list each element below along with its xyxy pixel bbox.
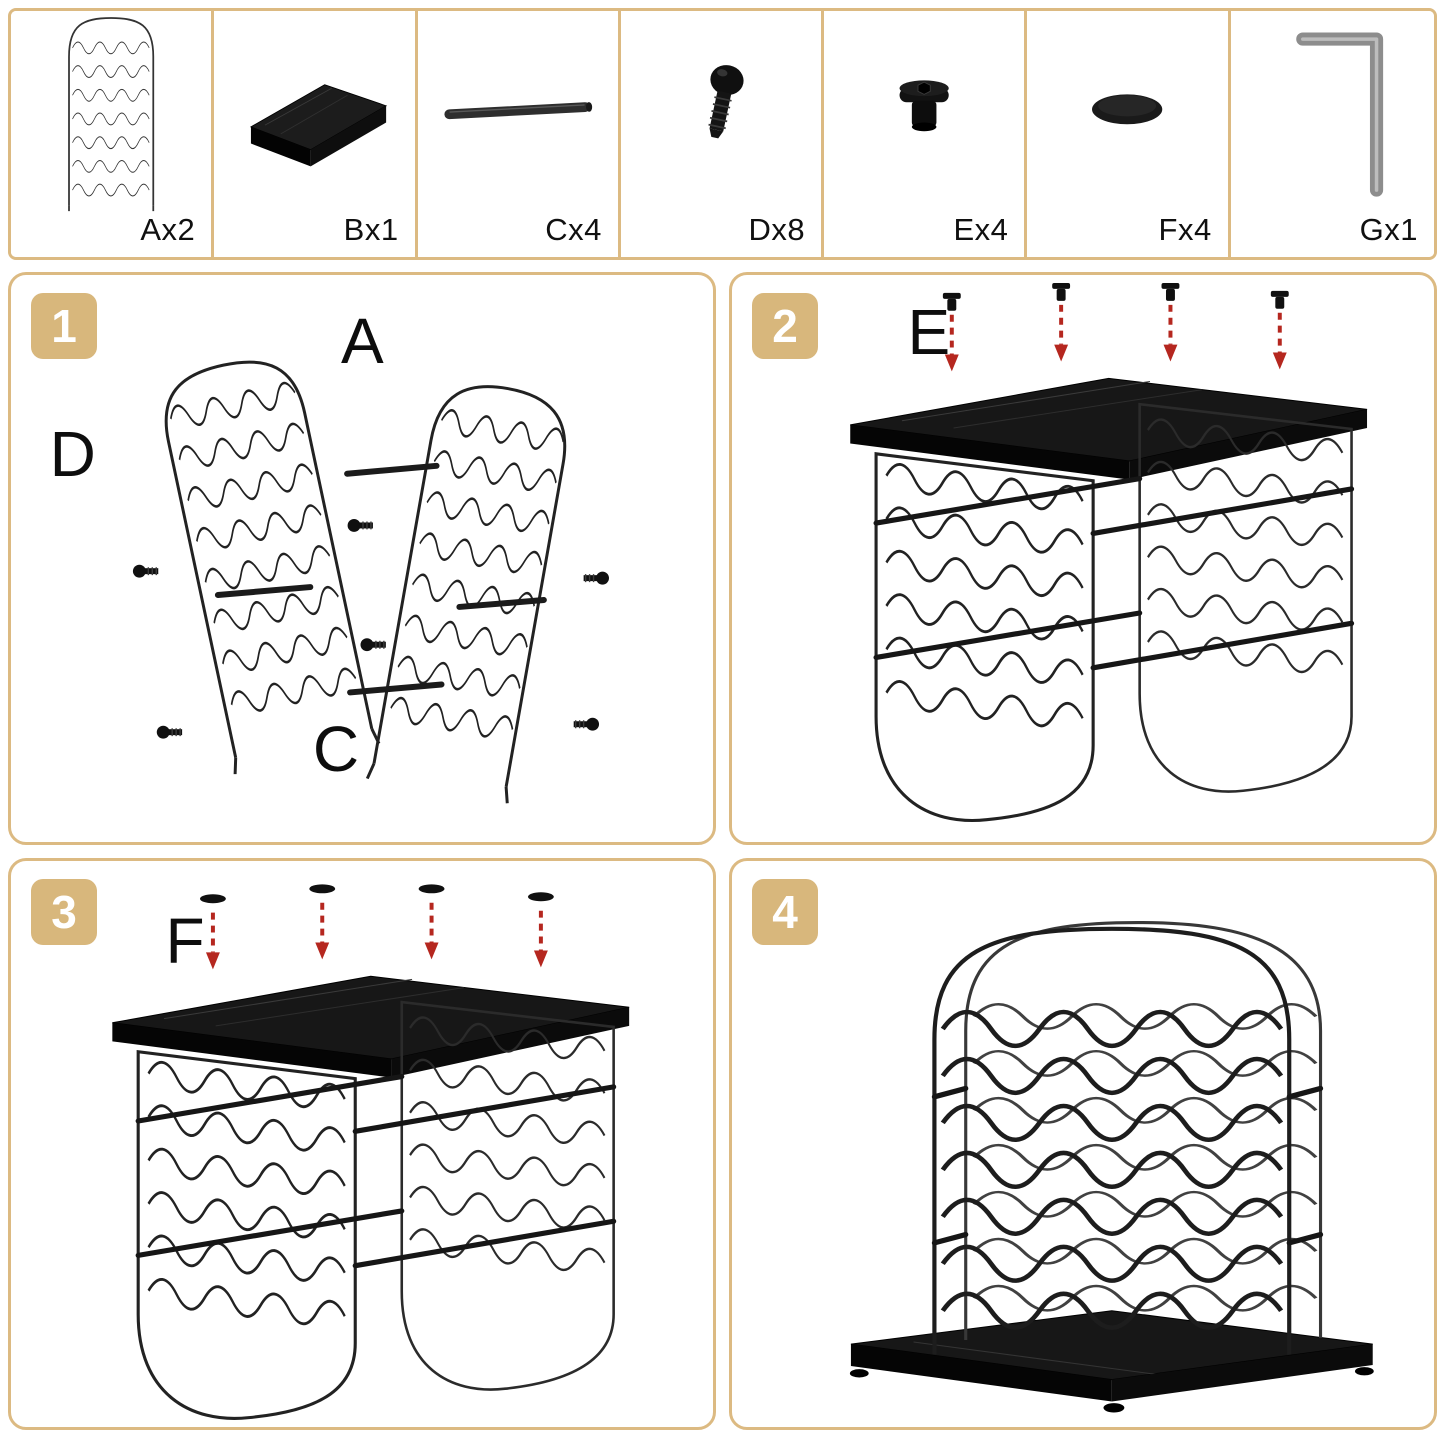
steps-grid: 1 A D C <box>8 272 1437 1430</box>
part-cell-c: Cx4 <box>417 11 621 257</box>
part-cell-e: Ex4 <box>824 11 1028 257</box>
part-label-g: Gx1 <box>1359 211 1418 247</box>
support-rod-icon <box>443 102 592 120</box>
step-4-illustration <box>732 861 1434 1428</box>
part-label-d: Dx8 <box>748 211 806 247</box>
part-cell-a: Ax2 <box>11 11 215 257</box>
step-2-panel: 2 E <box>729 272 1437 845</box>
step-number: 2 <box>772 300 798 352</box>
wood-board-icon <box>250 84 388 167</box>
step-3-panel: 3 F <box>8 857 716 1430</box>
step-4-panel: 4 <box>729 857 1437 1430</box>
screw-icon <box>708 65 744 139</box>
part-cell-g: Gx1 <box>1230 11 1434 257</box>
callout-c: C <box>312 712 360 785</box>
part-cell-b: Bx1 <box>214 11 418 257</box>
step-1-illustration <box>132 360 610 804</box>
step-2-illustration <box>732 282 1434 842</box>
part-cell-f: Fx4 <box>1027 11 1231 257</box>
step-number-badge: 3 <box>31 878 97 945</box>
foot-pad-icon <box>1092 94 1163 125</box>
part-cell-d: Dx8 <box>620 11 825 257</box>
part-label-b: Bx1 <box>343 211 399 247</box>
step-3-illustration <box>11 883 713 1428</box>
callout-d: D <box>49 418 96 491</box>
barrel-nut-icon <box>899 80 949 132</box>
part-label-e: Ex4 <box>953 211 1009 247</box>
step-number-badge: 1 <box>31 293 97 359</box>
callout-f: F <box>165 904 205 977</box>
callout-e: E <box>907 296 951 369</box>
step-number: 1 <box>51 300 77 352</box>
step-number: 4 <box>772 885 798 938</box>
wire-panel-icon <box>68 17 155 212</box>
part-label-f: Fx4 <box>1158 211 1212 247</box>
step-number: 3 <box>51 885 77 938</box>
allen-key-icon <box>1295 32 1383 197</box>
callout-a: A <box>340 304 384 377</box>
step-number-badge: 2 <box>752 293 818 359</box>
step-number-badge: 4 <box>752 878 818 945</box>
part-label-a: Ax2 <box>140 211 196 247</box>
parts-list: Ax2 Bx1 Cx4 <box>8 8 1437 260</box>
step-1-panel: 1 A D C <box>8 272 716 845</box>
part-label-c: Cx4 <box>545 211 602 247</box>
